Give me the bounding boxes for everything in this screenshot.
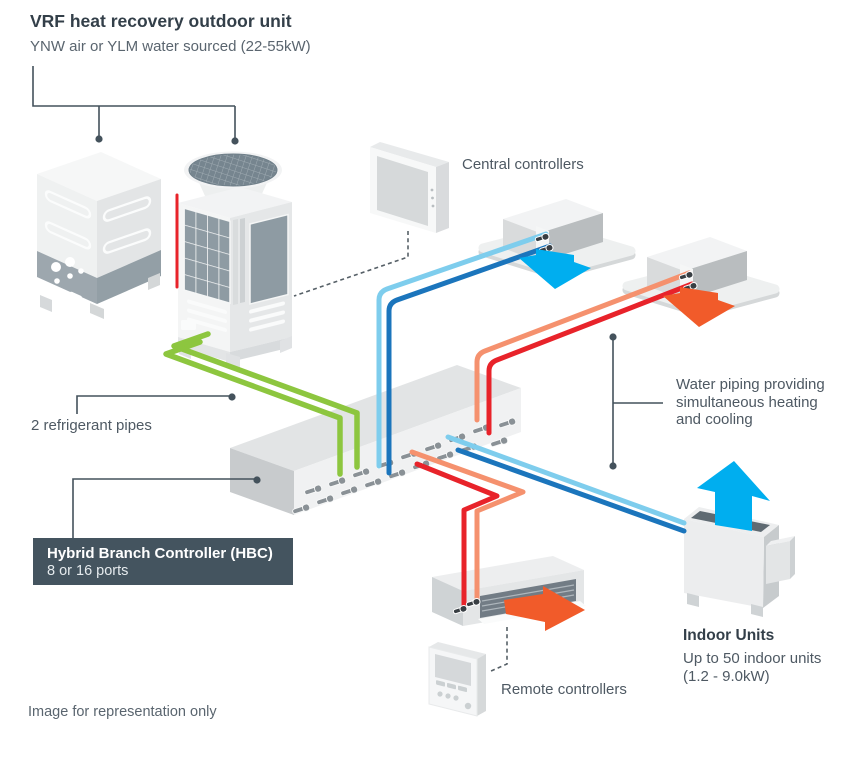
cool-pipe-light-to-cassette [376, 231, 549, 469]
duct-unit-airflow-arrow [504, 586, 585, 631]
control-panel-dots [50, 257, 84, 301]
remote-screen [435, 654, 471, 686]
hbc-leader [72, 478, 254, 538]
remote-wire [490, 627, 508, 672]
panel-slots [44, 190, 152, 254]
tablet-screen [377, 156, 428, 226]
warm-pipe-red-to-cassette [486, 281, 695, 436]
representation-footnote: Image for representation only [28, 704, 217, 720]
hbc-subtitle: 8 or 16 ports [47, 563, 129, 579]
remote-controllers-label: Remote controllers [501, 681, 627, 698]
water-sourced-outdoor-unit [37, 152, 161, 319]
warm-pipe-red-to-duct-unit [414, 461, 500, 610]
cool-pipe-light-to-floor-unit [445, 434, 687, 526]
page-title: VRF heat recovery outdoor unit [30, 11, 292, 31]
water-piping-label: Water piping providing simultaneous heat… [676, 376, 825, 428]
hbc-title: Hybrid Branch Controller (HBC) [47, 545, 273, 562]
coil-grille [183, 207, 231, 305]
fan-grill [188, 153, 278, 187]
indoor-units-title: Indoor Units [683, 627, 775, 644]
hbc-label-box: Hybrid Branch Controller (HBC) 8 or 16 p… [33, 538, 293, 585]
warm-pipe-salmon-to-duct-unit [409, 449, 526, 604]
tablet-buttons [430, 188, 435, 208]
cool-pipe-dark-to-cassette [386, 243, 553, 476]
outdoor-unit-bracket [32, 66, 239, 145]
remote-buttons [436, 680, 472, 710]
refrigerant-leader [76, 395, 229, 414]
control-wiring-dashed [293, 231, 508, 672]
vent-slots [181, 299, 285, 332]
refrigerant-pipes-label: 2 refrigerant pipes [31, 417, 152, 434]
remote-controller [428, 642, 486, 717]
central-controllers-label: Central controllers [462, 156, 584, 173]
cool-pipe-dark-to-floor-unit [455, 447, 687, 534]
hbc-unit [230, 365, 521, 516]
central-controller-tablet [370, 142, 449, 233]
side-panel [249, 213, 289, 305]
indoor-units-subtitle: Up to 50 indoor units (1.2 - 9.0kW) [683, 650, 822, 685]
water-piping-span-line [612, 340, 663, 463]
floor-unit-airflow-arrow [697, 461, 770, 531]
tablet-wire [293, 231, 409, 297]
warm-pipe-salmon-to-cassette [474, 270, 692, 423]
refrigerant-pipe-green-2 [171, 331, 360, 470]
page-subtitle: YNW air or YLM water sourced (22-55kW) [30, 38, 311, 55]
annotation-lines [72, 333, 663, 538]
air-sourced-outdoor-unit [175, 151, 292, 369]
